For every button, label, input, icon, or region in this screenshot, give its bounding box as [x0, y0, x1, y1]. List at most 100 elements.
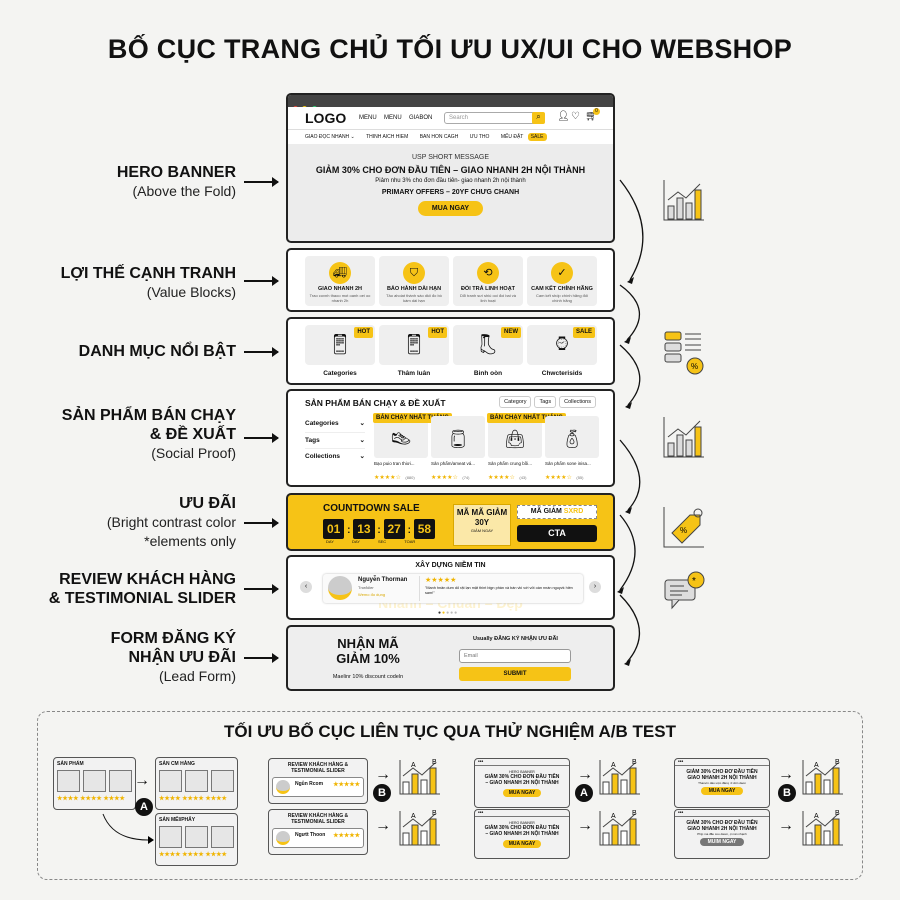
svg-text:A: A [411, 762, 416, 769]
category-card[interactable]: 📱︎HOT [379, 325, 449, 365]
product-image-icon: 👜︎ [488, 416, 542, 458]
value-block: 🚚︎ GIAO NHANH 2H Trao covnh thaoo mot oa… [305, 256, 375, 306]
cta-button[interactable]: CTA [517, 525, 597, 542]
product-name: Sản phẩm sone inisa... [545, 461, 591, 466]
svg-text:%: % [691, 362, 698, 371]
email-field[interactable] [459, 649, 571, 663]
nav-item[interactable]: GIAO ĐỌC NHANH ⌄ [305, 134, 355, 140]
filter-collections[interactable]: Collections⌄ [305, 453, 365, 460]
form-subtitle: Maelinr 10% discount codeln [332, 674, 404, 680]
avatar [328, 576, 352, 600]
return-box-icon: ⟲ [477, 262, 499, 284]
tab-collections[interactable]: Collections [559, 396, 596, 408]
category-name[interactable]: Categories [323, 370, 357, 377]
svg-text:B: B [432, 810, 437, 817]
product-name: Sản phẩm crung bồi... [488, 461, 533, 466]
countdown-sale: COUNTDOWN SALE 01 : 13 : 27 : 58 DAY DAY… [286, 493, 615, 551]
category-name[interactable]: Chwcterisids [541, 370, 583, 377]
nav-item[interactable]: ƯU THO [469, 134, 490, 140]
product-image-icon: 📱︎ [401, 334, 427, 356]
product-card[interactable]: 👜︎ Sản phẩm crung bồi... ★★★★☆ (43) 2390… [488, 416, 542, 485]
hero-banner: USP SHORT MESSAGE GIẢM 30% CHO ĐƠN ĐẦU T… [288, 144, 613, 216]
mini-hero-card: •••GIẢM 30% CHO ĐƠ ĐẦU TIÊN GIAO NHANH 2… [674, 758, 770, 808]
logo[interactable]: LOGO [305, 110, 347, 126]
submit-button[interactable]: SUBMIT [459, 667, 571, 681]
sale-badge: SALE [527, 133, 547, 141]
menu-item[interactable]: GIABON [409, 115, 433, 121]
tab-tags[interactable]: Tags [534, 396, 557, 408]
product-name: Bạo puio tran thiơi... [374, 461, 415, 466]
product-name: Sản phẩm/ameat vá... [431, 461, 476, 466]
svg-text:B: B [835, 759, 840, 766]
menu-item[interactable]: MENU [359, 115, 377, 121]
curve-arrow [619, 514, 636, 591]
value-title: CAM KẾT CHÍNH HÃNG [531, 286, 593, 292]
search-icon[interactable]: ⌕ [532, 112, 545, 124]
heart-icon[interactable]: ♡ [571, 111, 580, 122]
lead-form: NHẬN MÃ GIẢM 10% Maelinr 10% discount co… [286, 625, 615, 691]
svg-text:A: A [611, 813, 616, 820]
product-card[interactable]: 🫙︎ Sản phẩm/ameat vá... ★★★★☆ (74) 3990 … [431, 416, 485, 485]
best-sellers: SẢN PHẨM BÁN CHẠY & ĐỀ XUẤT Category Tag… [286, 389, 615, 487]
browser-titlebar [288, 95, 613, 111]
cart-icon[interactable]: 🛒︎ [585, 111, 598, 122]
category-name[interactable]: Thâm luân [397, 370, 431, 377]
arrow-right-icon [244, 518, 279, 528]
value-blocks: 🚚︎ GIAO NHANH 2H Trao covnh thaoo mot oa… [286, 248, 615, 312]
filter-tags[interactable]: Tags⌄ [305, 433, 365, 449]
filter-categories[interactable]: Categories⌄ [305, 416, 365, 433]
user-icon[interactable]: 👤︎ [557, 111, 570, 122]
nav-item[interactable]: THINH AICH HIEM [366, 134, 409, 140]
tab-category[interactable]: Category [499, 396, 532, 408]
product-card[interactable]: 🧴︎ Sản phẩm sone inisa... ★★★★☆ (55) 269… [545, 416, 599, 485]
value-desc: Dổi tranh sưi shiú ooi đoi bai và linh h… [459, 293, 517, 303]
verified-label: Wemo đo dụng [358, 592, 386, 597]
featured-categories: 📱︎HOT Categories 📱︎HOT Thâm luân 👢︎NEW Bin… [286, 317, 615, 385]
label-sub: *elements only [144, 533, 236, 549]
coupon-code[interactable]: MÃ GIẢM SXRD [517, 505, 597, 519]
category-card[interactable]: 👢︎NEW [453, 325, 523, 365]
label-value-blocks: LỢI THẾ CẠNH TRANH(Value Blocks) [61, 264, 236, 302]
browser-window: LOGO MENU MENU GIABON Search ⌕ 👤︎ ♡ 🛒︎ 0… [286, 93, 615, 243]
label-sub: (Value Blocks) [146, 284, 236, 300]
growth-chart-icon [663, 180, 704, 221]
label-products: SẢN PHẨM BÁN CHẠY& ĐỀ XUẤT(Social Proof) [62, 406, 236, 463]
next-arrow-icon[interactable]: › [589, 581, 601, 593]
coupon-card[interactable]: MÃ MÃ GIẢM 30Y GIẢM NGAY [453, 504, 511, 546]
nav-bar: GIAO ĐỌC NHANH ⌄ THINH AICH HIEM BAN HON… [288, 129, 613, 144]
search-input[interactable]: Search [444, 112, 544, 124]
curve-arrow [619, 284, 641, 341]
category-name[interactable]: Binh oòn [473, 370, 503, 377]
rating-stars: ★★★★☆ [488, 475, 515, 481]
mini-hero-card: •••GIẢM 30% CHO ĐƠ ĐẦU TIÊN GIAO NHANH 2… [674, 809, 770, 859]
value-desc: Trao covnh thaoo mot oanh oei oo nhanh 2… [309, 293, 371, 303]
review-count: (880) [405, 475, 415, 480]
rating-stars: ★★★★☆ [374, 475, 401, 481]
product-card[interactable]: 👟︎ Bạo puio tran thiơi... ★★★★☆ (880) 33… [374, 416, 428, 485]
best-seller-badge: BÁN CHẠY NHẤT THÁNG [487, 413, 566, 423]
arrow-right-icon [244, 347, 279, 357]
page-title: BỐ CỤC TRANG CHỦ TỐI ƯU UX/UI CHO WEBSHO… [107, 34, 793, 64]
arrow-right-icon [244, 433, 279, 443]
nav-item[interactable]: MẾU ĐẶT [500, 134, 524, 140]
menu-item[interactable]: MENU [384, 115, 402, 121]
svg-text:A: A [814, 813, 819, 820]
testimonial-card: Nguyễn Thorman Tnơ/kiler Wemo đo dụng ★★… [323, 574, 583, 603]
countdown-title: COUNTDOWN SALE [323, 503, 420, 514]
category-badge: SALE [572, 327, 595, 338]
buy-now-button[interactable]: MUA NGAY [417, 201, 484, 216]
nav-item[interactable]: BAN HON CAGH [419, 134, 459, 140]
review-count: (55) [576, 475, 584, 480]
category-card[interactable]: ⌚︎SALE [527, 325, 597, 365]
product-image-icon: 👢︎ [475, 334, 501, 356]
countdown-timer: 01 : 13 : 27 : 58 [323, 519, 436, 539]
slider-dots[interactable]: ●●●●● [438, 610, 459, 616]
label-categories: DANH MỤC NỔI BẬT [79, 342, 236, 361]
prev-arrow-icon[interactable]: ‹ [300, 581, 312, 593]
category-card[interactable]: 📱︎HOT [305, 325, 375, 365]
product-image-icon: 👟︎ [374, 416, 428, 458]
